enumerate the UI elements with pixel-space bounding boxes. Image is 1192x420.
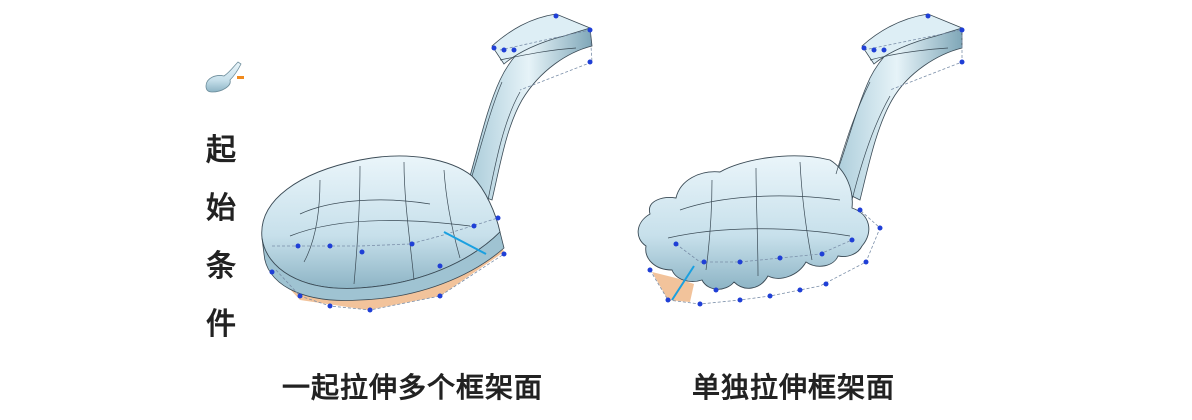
start-condition-label: 起 始 条 件 <box>196 122 246 354</box>
start-condition-char: 起 <box>206 133 236 168</box>
spoon-model-single-frames-extruded <box>637 13 965 307</box>
caption-single-frames: 单独拉伸框架面 <box>692 371 896 404</box>
spoon-model-all-frames-extruded <box>261 13 593 313</box>
start-condition-char: 条 <box>206 249 236 284</box>
caption-all-frames: 一起拉伸多个框架面 <box>282 371 544 404</box>
start-condition-char: 件 <box>206 307 236 342</box>
spoon-thumbnail-icon <box>205 61 244 93</box>
start-condition-char: 始 <box>206 191 236 226</box>
